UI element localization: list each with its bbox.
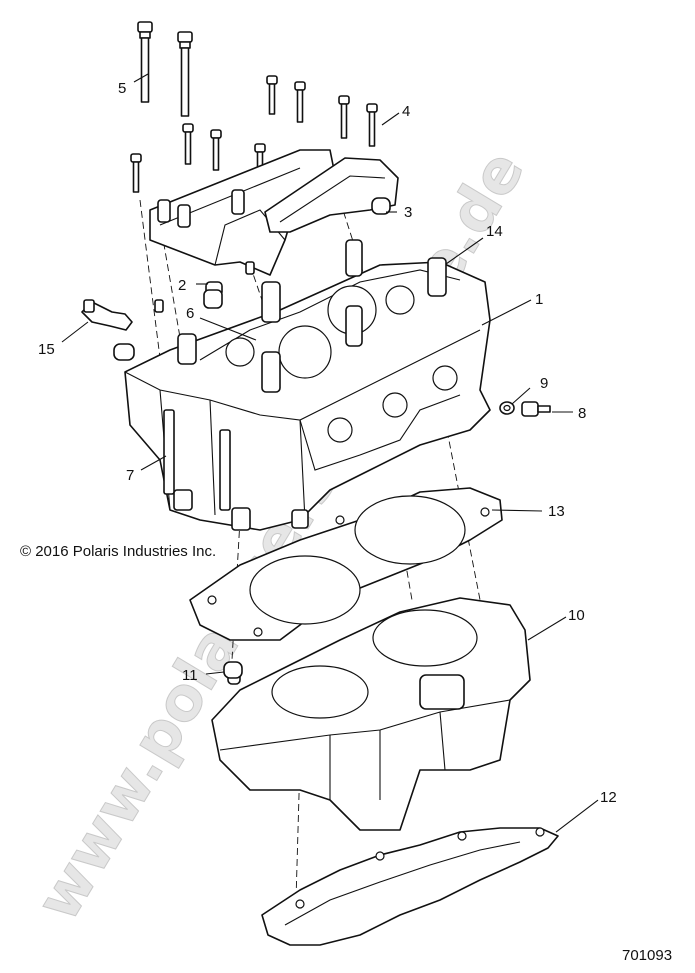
dowel-pin-cylinder [223, 661, 243, 679]
callout-15: 15 [38, 341, 55, 358]
cylinder-head [124, 239, 491, 531]
head-gasket [189, 487, 503, 641]
temperature-sensor [81, 299, 135, 361]
document-number: 701093 [622, 947, 672, 964]
callout-7: 7 [126, 467, 134, 484]
head-bolts-long [137, 21, 193, 117]
base-gasket [261, 827, 559, 946]
dowel-pins-head [154, 261, 255, 313]
callout-11: 11 [182, 667, 198, 684]
callout-1: 1 [535, 291, 543, 308]
callout-13: 13 [548, 503, 565, 520]
copyright-notice: © 2016 Polaris Industries Inc. [20, 543, 216, 560]
callout-8: 8 [578, 405, 586, 422]
callout-6: 6 [186, 305, 194, 322]
drain-plug-and-washer [499, 401, 551, 417]
callout-5: 5 [118, 80, 126, 97]
cylinder-block [211, 597, 531, 831]
callout-4: 4 [402, 103, 410, 120]
callout-labels: 1 2 3 4 5 6 7 8 9 10 11 12 13 14 15 [38, 80, 617, 806]
cam-carriers [149, 149, 399, 297]
leader-lines [61, 73, 599, 833]
callout-2: 2 [178, 277, 186, 294]
callout-12: 12 [600, 789, 617, 806]
callout-10: 10 [568, 607, 585, 624]
callout-14: 14 [486, 223, 503, 240]
cam-cap-bolts [130, 75, 378, 193]
callout-3: 3 [404, 204, 412, 221]
callout-9: 9 [540, 375, 548, 392]
